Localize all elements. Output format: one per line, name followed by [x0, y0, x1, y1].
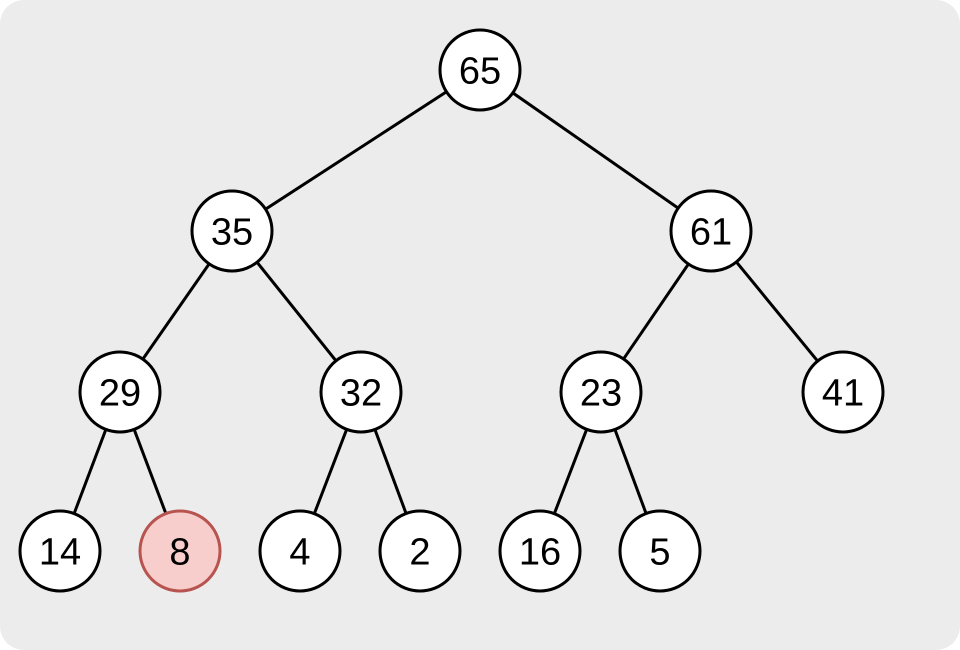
tree-node-61: 61 — [669, 189, 753, 273]
node-value-label: 32 — [340, 372, 382, 414]
tree-node-14: 14 — [18, 509, 102, 593]
node-circle — [618, 509, 702, 593]
tree-node-41: 41 — [801, 350, 885, 434]
node-value-label: 4 — [289, 531, 310, 573]
node-value-label: 14 — [39, 531, 81, 573]
node-value-label: 61 — [690, 211, 732, 253]
tree-node-29: 29 — [78, 350, 162, 434]
node-circle — [190, 189, 274, 273]
tree-node-65: 65 — [438, 28, 522, 112]
tree-node-35: 35 — [190, 189, 274, 273]
node-value-label: 2 — [409, 531, 430, 573]
node-value-label: 16 — [519, 531, 561, 573]
node-circle — [378, 509, 462, 593]
node-circle — [18, 509, 102, 593]
node-circle-highlighted — [138, 509, 222, 593]
tree-node-23: 23 — [559, 350, 643, 434]
node-circle — [78, 350, 162, 434]
node-value-label: 65 — [459, 50, 501, 92]
node-value-label: 29 — [99, 372, 141, 414]
tree-node-5: 5 — [618, 509, 702, 593]
tree-edge-65-61 — [479, 68, 712, 233]
node-circle — [669, 189, 753, 273]
node-circle — [498, 509, 582, 593]
node-value-label: 35 — [211, 211, 253, 253]
node-value-label: 41 — [822, 372, 864, 414]
tree-node-2: 2 — [378, 509, 462, 593]
node-circle — [559, 350, 643, 434]
node-circle — [258, 509, 342, 593]
node-circle — [438, 28, 522, 112]
tree-node-8: 8 — [138, 509, 222, 593]
node-value-label: 23 — [580, 372, 622, 414]
tree-node-16: 16 — [498, 509, 582, 593]
node-value-label: 8 — [169, 531, 190, 573]
tree-node-4: 4 — [258, 509, 342, 593]
node-value-label: 5 — [649, 531, 670, 573]
node-circle — [801, 350, 885, 434]
tree-node-32: 32 — [319, 350, 403, 434]
tree-edge-65-35 — [231, 68, 481, 233]
node-circle — [319, 350, 403, 434]
